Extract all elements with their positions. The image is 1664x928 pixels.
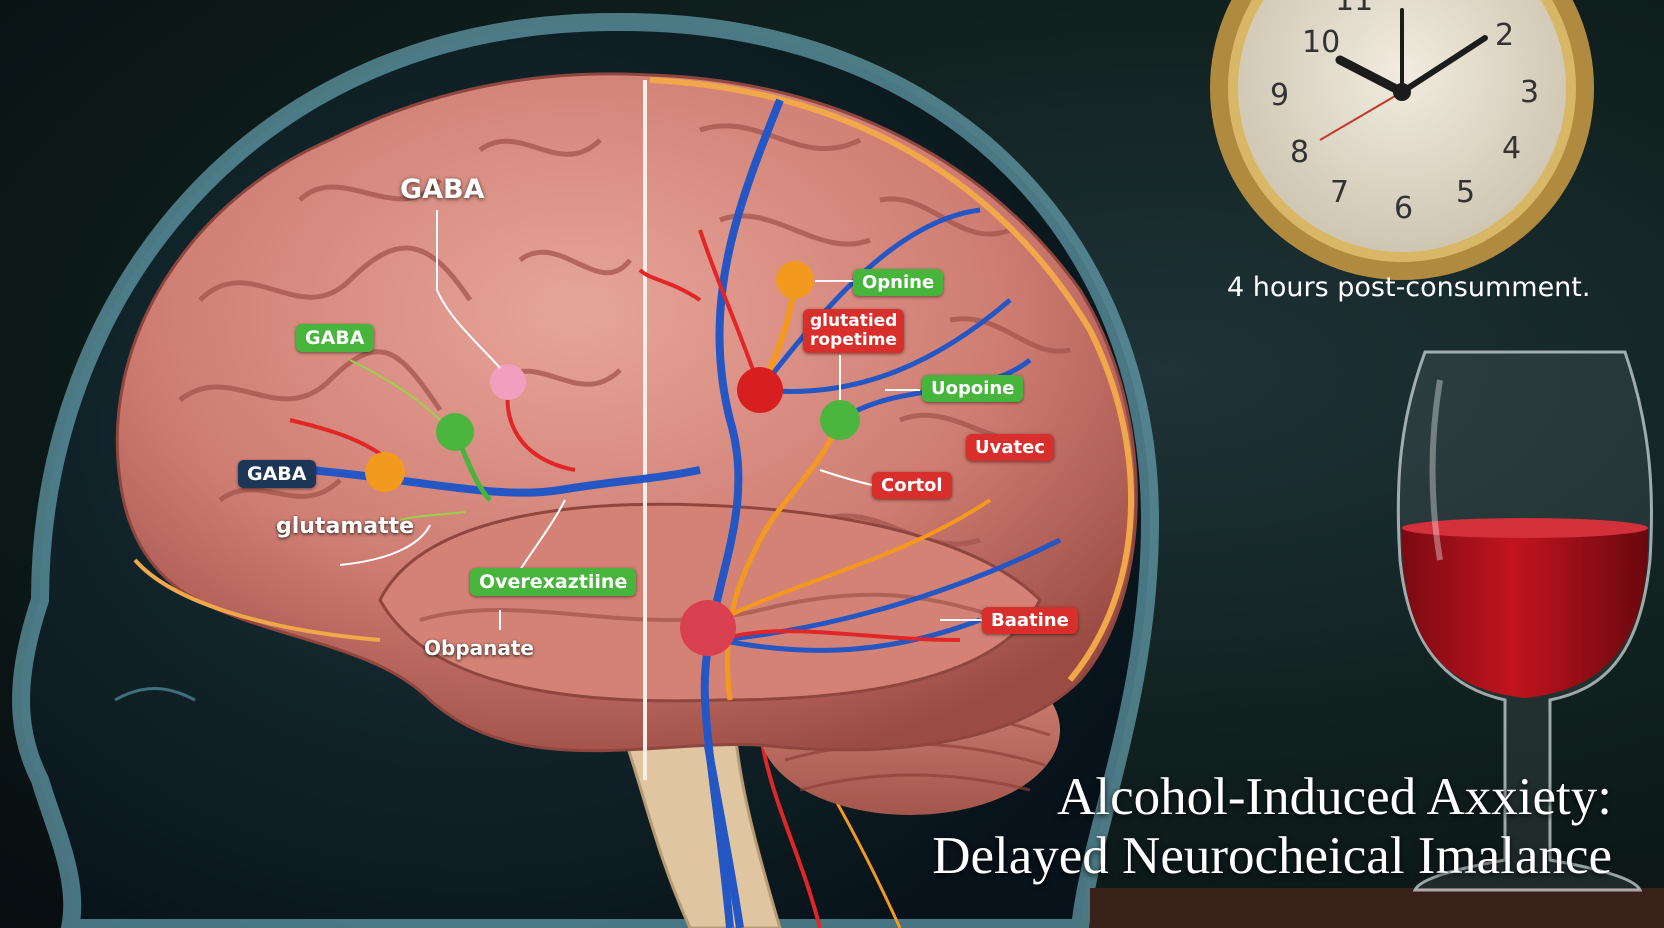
clock-numeral: 5	[1456, 175, 1475, 210]
page-title: Alcohol-Induced Axxiety: Delayed Neuroch…	[932, 768, 1612, 886]
baatine-label: Baatine	[982, 607, 1078, 634]
clock-numeral: 4	[1502, 131, 1521, 166]
leader-lines	[339, 210, 985, 630]
clock-numeral: 9	[1270, 78, 1289, 113]
gaba-label-navy: GABA	[238, 460, 316, 488]
table-surface	[1090, 888, 1664, 928]
clock-numeral: 7	[1330, 175, 1349, 210]
time-caption: 4 hours post-consumment.	[1227, 272, 1591, 303]
glutamate-label: glutamatte	[276, 514, 415, 539]
dopoine-label: Uopoine	[922, 375, 1024, 402]
wall-clock: 10 2 9 3 8 4 7 6 5 11	[1210, 0, 1594, 280]
title-line-1: Alcohol-Induced Axxiety:	[1057, 768, 1612, 826]
gaba-label-top: GABA	[400, 174, 485, 205]
nodes	[365, 261, 860, 656]
clock-numeral: 3	[1520, 75, 1539, 110]
clock-numeral: 2	[1495, 18, 1514, 53]
cortol-label: Cortol	[872, 472, 952, 499]
title-line-2: Delayed Neurocheical Imalance	[932, 827, 1612, 885]
gaba-label-green: GABA	[296, 324, 374, 352]
wine-glass	[1396, 350, 1654, 892]
clock-numeral: 6	[1394, 191, 1413, 226]
glutatied-label: glutatied ropetime	[803, 309, 905, 353]
overexcitation-label: Overexaztiine	[470, 568, 637, 596]
obpanate-label: Obpanate	[424, 636, 534, 660]
uvetec-label: Uvatec	[966, 434, 1054, 461]
clock-numeral: 8	[1290, 135, 1309, 170]
clock-numeral: 10	[1302, 25, 1340, 60]
glutatied-label-line1: glutatied	[810, 311, 898, 331]
glutatied-label-line2: ropetime	[810, 330, 897, 350]
clock-numeral: 11	[1335, 0, 1373, 18]
opnine-label: Opnine	[853, 269, 944, 296]
